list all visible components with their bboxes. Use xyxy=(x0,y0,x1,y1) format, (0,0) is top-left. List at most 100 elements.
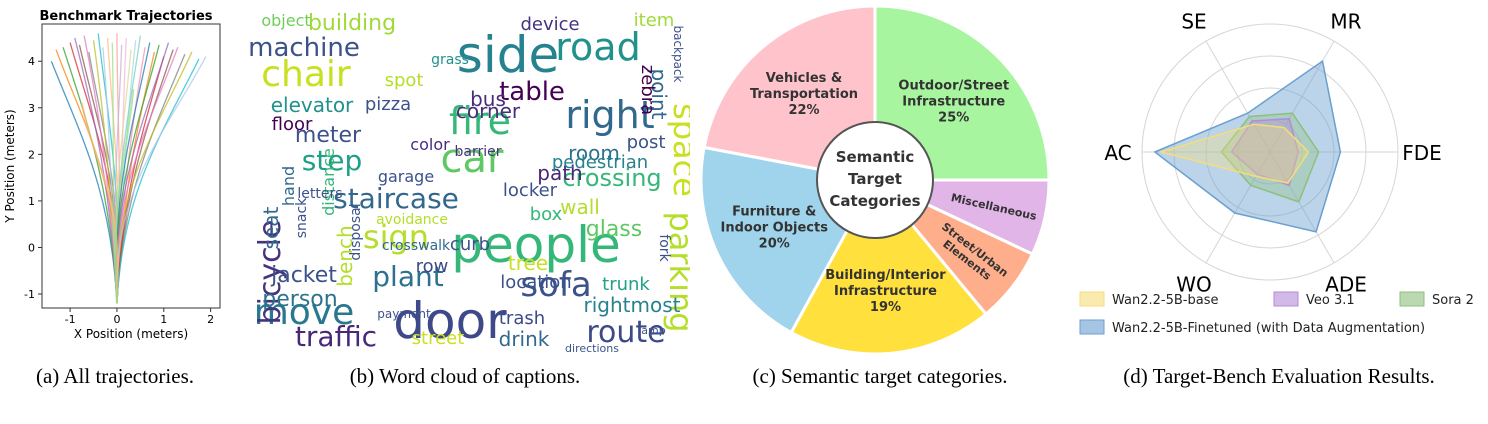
word-cloud: sidedoorpeopleroadcarrightfirechairmoves… xyxy=(248,10,704,355)
trajectory-line xyxy=(116,58,200,304)
word-cloud-word: point xyxy=(647,68,671,119)
word-cloud-word: grass xyxy=(431,52,469,68)
word-cloud-word: wall xyxy=(560,195,600,219)
radar-axis-label: SE xyxy=(1181,9,1206,33)
pie-center-circle xyxy=(816,121,934,239)
caption-d: (d) Target-Bench Evaluation Results. xyxy=(1123,364,1435,388)
word-cloud-word: chair xyxy=(261,54,351,95)
word-cloud-word: item xyxy=(634,10,675,31)
word-cloud-word: plant xyxy=(372,260,443,293)
radar-series-polygon xyxy=(1158,123,1310,184)
trajectory-line xyxy=(114,89,135,304)
word-cloud-word: step xyxy=(302,144,363,177)
legend-label: Wan2.2-5B-base xyxy=(1112,293,1218,308)
pie-slice xyxy=(702,4,877,182)
word-cloud-word: drink xyxy=(499,327,550,351)
word-cloud-word: door xyxy=(393,292,507,350)
word-cloud-word: route xyxy=(586,315,665,350)
word-cloud-word: pizza xyxy=(365,94,411,115)
word-cloud-word: avoidance xyxy=(376,212,448,228)
word-cloud-word: seat xyxy=(259,206,283,249)
legend-swatch xyxy=(1273,291,1299,307)
y-tick-label: -1 xyxy=(24,288,35,301)
legend-label: Sora 2 xyxy=(1432,293,1474,308)
legend-label: Wan2.2-5B-Finetuned (with Data Augmentat… xyxy=(1112,321,1425,336)
pie-slice xyxy=(789,177,989,356)
word-cloud-word: corner xyxy=(456,99,521,123)
word-cloud-word: right xyxy=(565,93,654,137)
y-tick-label: 4 xyxy=(28,55,35,68)
word-cloud-word: crossing xyxy=(562,164,661,192)
word-cloud-word: crosswalk xyxy=(382,238,451,254)
word-cloud-word: jacket xyxy=(270,263,337,288)
pie-slice-label: Building/Interior xyxy=(825,268,946,283)
word-cloud-word: locker xyxy=(503,180,558,201)
pie-chart: Outdoor/StreetInfrastructure25%Miscellan… xyxy=(699,4,1051,356)
word-cloud-word: street xyxy=(412,328,465,349)
y-tick-label: 0 xyxy=(28,241,35,254)
pie-slice-label: Outdoor/Street xyxy=(898,78,1009,93)
pie-slice-label: Infrastructure xyxy=(834,284,937,299)
x-tick-label: 1 xyxy=(160,313,167,326)
word-cloud-word: fire xyxy=(449,99,511,143)
radar-axis-label: FDE xyxy=(1402,141,1442,165)
x-tick-label: 2 xyxy=(207,313,214,326)
radar-spoke xyxy=(1205,40,1271,153)
word-cloud-word: backpack xyxy=(671,25,685,82)
word-cloud-word: traffic xyxy=(295,320,377,353)
word-cloud-word: table xyxy=(499,77,565,107)
word-cloud-word: floor xyxy=(272,114,313,135)
legend-swatch xyxy=(1399,291,1425,307)
word-cloud-word: spot xyxy=(385,70,424,91)
word-cloud-word: directions xyxy=(565,342,619,355)
caption-c: (c) Semantic target categories. xyxy=(752,364,1008,388)
word-cloud-word: car xyxy=(441,136,505,182)
word-cloud-word: sign xyxy=(363,218,429,256)
word-cloud-word: meter xyxy=(295,123,362,148)
word-cloud-word: person xyxy=(262,287,337,312)
pie-center-label: Semantic xyxy=(836,148,915,166)
caption-b: (b) Word cloud of captions. xyxy=(349,364,581,388)
word-cloud-word: payment xyxy=(377,307,431,321)
word-cloud-word: row xyxy=(416,256,449,277)
word-cloud-word: fork xyxy=(656,234,672,262)
x-tick-label: 0 xyxy=(113,313,120,326)
radar-axis-label: ADE xyxy=(1325,273,1367,297)
x-axis-label: X Position (meters) xyxy=(74,327,188,341)
word-cloud-word: box xyxy=(530,204,563,225)
pie-slice-label: 25% xyxy=(938,110,969,125)
y-tick-label: 2 xyxy=(28,148,35,161)
radar-axis-label: WO xyxy=(1176,273,1212,297)
radar-spoke xyxy=(1205,151,1271,264)
word-cloud-word: device xyxy=(520,14,579,35)
pie-slice xyxy=(873,4,1051,182)
legend-label: Veo 3.1 xyxy=(1306,293,1355,308)
word-cloud-word: garage xyxy=(378,167,434,186)
word-cloud-word: barrier xyxy=(455,144,502,160)
word-cloud-word: people xyxy=(451,216,620,274)
word-cloud-word: road xyxy=(555,25,640,69)
caption-a: (a) All trajectories. xyxy=(35,364,194,388)
word-cloud-word: building xyxy=(308,11,396,36)
pie-slice-label: Infrastructure xyxy=(902,94,1005,109)
pie-slice-label: Furniture & xyxy=(732,204,816,219)
word-cloud-word: bus xyxy=(470,87,506,111)
word-cloud-words: sidedoorpeopleroadcarrightfirechairmoves… xyxy=(248,10,704,355)
word-cloud-word: staircase xyxy=(333,182,459,215)
word-cloud-word: hand xyxy=(279,166,298,206)
word-cloud-word: distance xyxy=(319,148,338,216)
pie-slice-label: 20% xyxy=(759,236,790,251)
legend-swatch xyxy=(1079,319,1105,335)
word-cloud-word: snack xyxy=(294,197,310,238)
y-tick-label: 1 xyxy=(28,195,35,208)
y-tick-label: 3 xyxy=(28,102,35,115)
pie-slice-label: Vehicles & xyxy=(766,71,842,86)
word-cloud-word: curb xyxy=(450,234,490,255)
word-cloud-word: disposal xyxy=(348,203,364,260)
word-cloud-word: object xyxy=(261,11,310,30)
word-cloud-word: bench xyxy=(333,225,357,286)
